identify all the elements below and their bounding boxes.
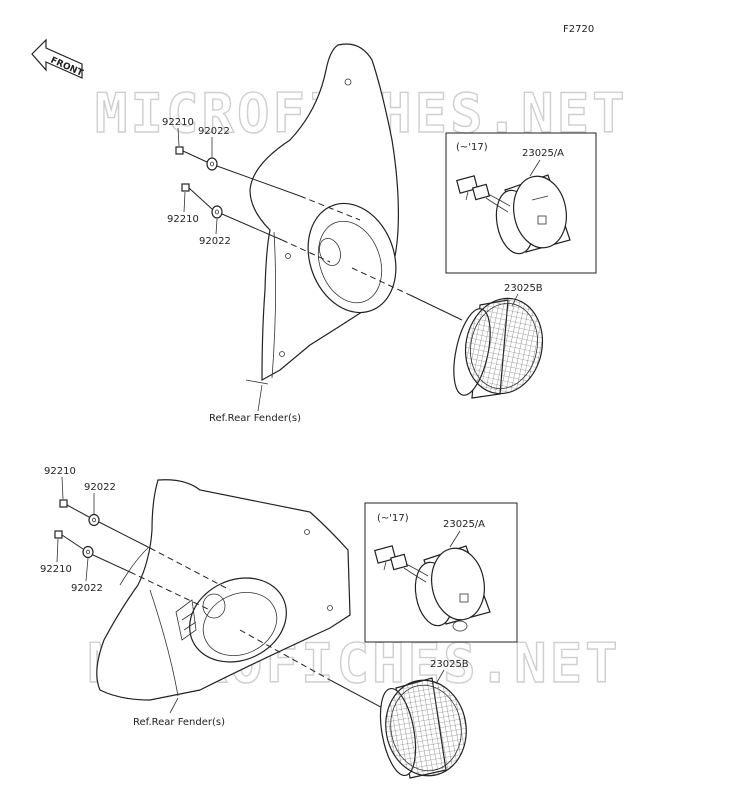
upper-assembly: 92210 92022 92210 92022 Ref.Rear Fender(… [162, 43, 597, 424]
figure-code: F2720 [563, 24, 594, 35]
nut-icon [54, 530, 63, 539]
nut-icon [175, 146, 184, 155]
upper-inset-year: (~'17) [456, 142, 488, 153]
lower-washer-top-label: 92022 [84, 482, 116, 493]
lower-nut-top-label: 92210 [44, 466, 76, 477]
upper-lamp-part-label: 23025B [504, 283, 543, 294]
lower-inset-year: (~'17) [377, 513, 409, 524]
washer-icon [82, 545, 94, 559]
front-arrow-icon: FRONT [31, 38, 85, 79]
lower-washer-bottom-label: 92022 [71, 583, 103, 594]
upper-nut-top-label: 92210 [162, 117, 194, 128]
upper-inset-box [445, 132, 597, 274]
upper-housing-recess [307, 202, 397, 314]
connector-icon [456, 175, 511, 213]
upper-nut-bottom-label: 92210 [167, 214, 199, 225]
lower-assembly: 92210 92022 92210 92022 Ref.Rear Fender(… [40, 466, 518, 779]
upper-washer-bottom-label: 92022 [199, 236, 231, 247]
lower-nut-bottom-label: 92210 [40, 564, 72, 575]
lamp-icon [414, 545, 491, 632]
upper-ref-label: Ref.Rear Fender(s) [209, 413, 301, 424]
upper-inset-part-label: 23025/A [522, 148, 564, 159]
lamp-icon [453, 297, 544, 399]
connector-icon [374, 545, 429, 583]
lower-inset-part-label: 23025/A [443, 519, 485, 530]
nut-icon [59, 499, 68, 508]
lamp-icon [495, 174, 571, 255]
washer-icon [211, 205, 223, 219]
lamp-icon [379, 677, 467, 779]
upper-washer-top-label: 92022 [198, 126, 230, 137]
lower-inset-box [364, 502, 518, 643]
lower-lamp-part-label: 23025B [430, 659, 469, 670]
lower-housing-recess [189, 577, 287, 663]
lower-ref-label: Ref.Rear Fender(s) [133, 717, 225, 728]
washer-icon [206, 157, 218, 171]
nut-icon [181, 183, 190, 192]
washer-icon [88, 513, 100, 527]
